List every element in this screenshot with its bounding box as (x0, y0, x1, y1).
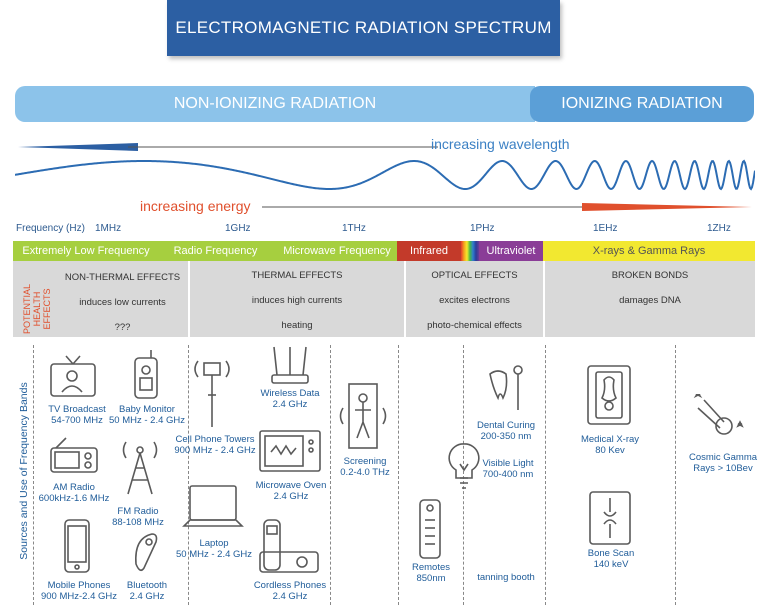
effect-heading: NON-THERMAL EFFECTS (64, 272, 181, 283)
bone-scan-icon (589, 491, 631, 545)
effect-line: excites electrons (439, 295, 510, 306)
freq-tick: 1GHz (225, 223, 251, 234)
freq-tick: 1PHz (470, 223, 495, 234)
effect-line: induces high currents (251, 295, 343, 306)
router-icon (271, 346, 309, 384)
gamma-ray-comet-icon (693, 394, 744, 435)
xray-film-icon (587, 365, 631, 425)
freq-tick: 1MHz (95, 223, 122, 234)
effect-heading: BROKEN BONDS (611, 270, 689, 281)
remote-control-icon (419, 499, 441, 559)
dental-tooth-icon (489, 365, 523, 410)
cell-tower-icon (194, 360, 230, 427)
source-tanning-booth: tanning booth (477, 572, 535, 583)
divider (188, 261, 190, 337)
band-radio: Radio Frequency (173, 245, 258, 257)
divider (330, 345, 331, 605)
body-scanner-icon (339, 383, 387, 449)
microwave-icon (259, 430, 321, 472)
effect-heading: OPTICAL EFFECTS (431, 270, 518, 281)
frequency-label: Frequency (Hz) (16, 223, 85, 234)
am-radio-icon (50, 437, 98, 473)
band-xray-gamma: X-rays & Gamma Rays (543, 241, 755, 261)
bluetooth-headset-icon (135, 533, 158, 572)
divider (188, 345, 189, 605)
mobile-phone-icon (64, 519, 90, 573)
effect-line: damages DNA (619, 295, 681, 306)
effect-line: ??? (114, 322, 131, 333)
wavelength-label: increasing wavelength (431, 136, 570, 152)
fm-tower-icon (122, 441, 158, 495)
divider (398, 345, 399, 605)
band-ultraviolet: Ultraviolet (479, 241, 543, 261)
wavelength-arrow (18, 143, 438, 151)
effect-line: photo-chemical effects (427, 320, 522, 331)
laptop-icon (182, 485, 244, 527)
health-effects-panel (13, 261, 755, 337)
light-bulb-icon (448, 443, 480, 489)
divider (545, 345, 546, 605)
divider (463, 345, 464, 605)
wave-graphic (15, 159, 755, 191)
band-infrared: Infrared (397, 241, 461, 261)
divider (543, 261, 545, 337)
freq-tick: 1THz (342, 223, 366, 234)
band-elf: Extremely Low Frequency (22, 245, 150, 257)
non-ionizing-bar: NON-IONIZING RADIATION (15, 86, 535, 122)
sources-label-wrap: Sources and Use of Frequency Bands (12, 345, 34, 605)
freq-tick: 1ZHz (707, 223, 731, 234)
effect-heading: THERMAL EFFECTS (251, 270, 343, 281)
page-title: ELECTROMAGNETIC RADIATION SPECTRUM (167, 0, 560, 56)
divider (404, 261, 406, 337)
divider (33, 345, 34, 605)
cordless-phone-icon (259, 519, 319, 573)
ionizing-bar: IONIZING RADIATION (530, 86, 754, 122)
tv-icon (50, 355, 96, 397)
freq-tick: 1EHz (593, 223, 618, 234)
effect-line: heating (281, 320, 313, 331)
health-label-wrap: POTENTIAL HEALTH EFFECTS (14, 272, 58, 334)
energy-label: increasing energy (140, 198, 251, 214)
energy-arrow (262, 203, 752, 211)
baby-monitor-icon (134, 350, 158, 399)
effect-line: induces low currents (79, 297, 166, 308)
sources-label: Sources and Use of Frequency Bands (18, 382, 30, 560)
band-microwave: Microwave Frequency (283, 245, 391, 257)
visible-spectrum-strip (461, 241, 479, 261)
health-label: POTENTIAL HEALTH EFFECTS (22, 284, 52, 335)
divider (675, 345, 676, 605)
